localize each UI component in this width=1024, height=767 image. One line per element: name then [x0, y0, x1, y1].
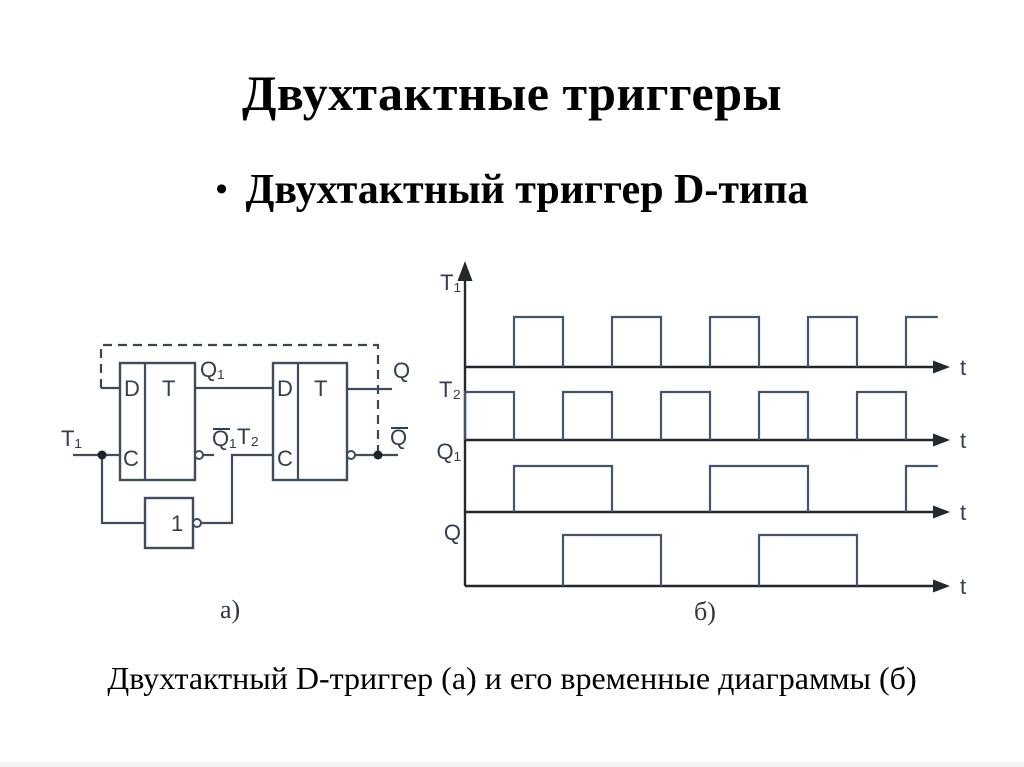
bullet-item: • Двухтактный триггер D-типа [0, 166, 1024, 214]
timing-signal-label-T1: T₁ [440, 270, 461, 295]
q1-inv-output-label: Q₁ [212, 426, 237, 451]
junction-dot-t1 [97, 450, 107, 460]
timing-signal-label-Q1: Q₁ [436, 439, 461, 464]
timing-sublabel-b: б) [694, 597, 716, 626]
timing-wave-Q [561, 533, 859, 586]
ff2-t-label: T [314, 376, 327, 401]
slide-title: Двухтактные триггеры [241, 65, 783, 121]
ff1-c-label: C [123, 446, 139, 471]
ff2-c-label: C [277, 446, 293, 471]
timing-signal-label-T2: T₂ [439, 377, 461, 402]
ff2-d-label: D [277, 376, 293, 401]
q-output-label: Q [393, 358, 410, 383]
bullet-text: Двухтактный триггер D-типа [245, 167, 809, 213]
timing-axis-arrow-T1 [933, 360, 950, 374]
timing-axis-arrow-T2 [933, 433, 950, 447]
timing-axis-label-Q: t [960, 574, 966, 599]
timing-wave-T2 [463, 390, 908, 440]
ff2-inversion-bubble [346, 450, 356, 460]
wire-inverter-to-ff2-c [201, 453, 273, 525]
ff1-d-label: D [124, 376, 140, 401]
timing-axis-label-Q1: t [960, 500, 966, 525]
timing-wave-Q1 [512, 464, 938, 512]
circuit-diagram: D T C D T C 1 T₁ T₂ Q₁ Q₁ Q Q [61, 343, 410, 624]
junction-dot-q-inv [373, 450, 383, 460]
q1-output-label: Q₁ [200, 357, 225, 382]
timing-y-axis-arrow [457, 261, 473, 281]
bullet-icon: • [215, 171, 228, 208]
figure-caption: Двухтактный D-триггер (а) и его временны… [107, 660, 917, 696]
timing-axis-label-T2: t [960, 428, 966, 453]
q-inv-output-label: Q [390, 425, 407, 450]
timing-wave-T1 [512, 315, 938, 367]
timing-axis-label-T1: t [960, 355, 966, 380]
ff1-box [118, 361, 197, 482]
ff1-t-label: T [162, 376, 175, 401]
ff1-inversion-bubble [194, 450, 204, 460]
circuit-sublabel-a: а) [220, 595, 240, 624]
figure-canvas: D T C D T C 1 T₁ T₂ Q₁ Q₁ Q Q [61, 261, 966, 626]
inverter-inversion-bubble [192, 518, 202, 528]
ff2-box [271, 361, 349, 482]
bottom-strip [0, 762, 1024, 767]
timing-signal-label-Q: Q [444, 520, 461, 545]
timing-axis-arrow-Q [933, 579, 950, 593]
t1-input-label: T₁ [61, 426, 82, 451]
wire-t1-to-inverter [100, 455, 145, 525]
timing-axis-arrow-Q1 [933, 505, 950, 519]
t2-node-label: T₂ [237, 424, 259, 449]
inverter-label: 1 [171, 511, 183, 536]
inverter-box [143, 496, 195, 550]
dashed-feedback-line [99, 343, 380, 455]
